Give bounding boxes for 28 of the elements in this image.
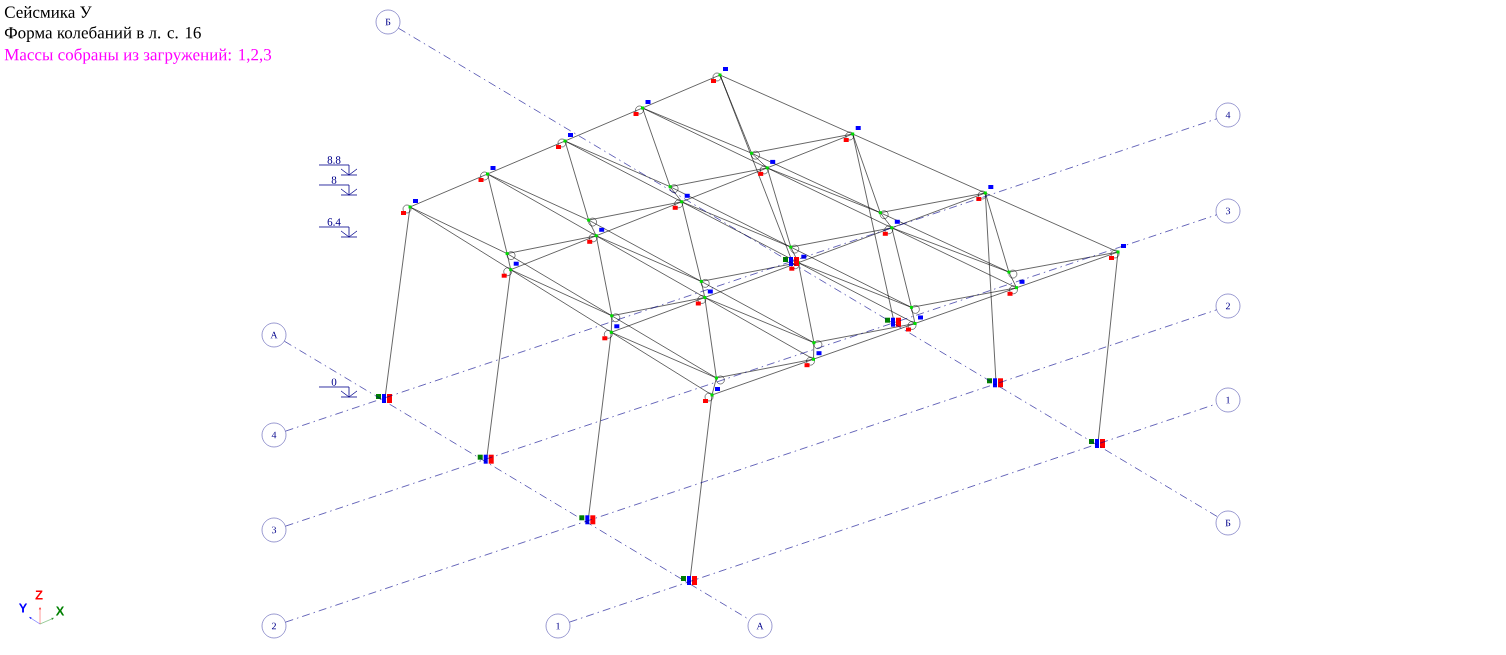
grid-axis-bubble: 4 bbox=[261, 422, 287, 448]
grid-axis-bubble: 3 bbox=[1215, 198, 1241, 224]
grid-axis-bubble: 4 bbox=[1215, 102, 1241, 128]
grid-axis-bubble: 2 bbox=[1215, 293, 1241, 319]
grid-line bbox=[285, 214, 1217, 527]
grid-axis-bubble: 1 bbox=[1215, 387, 1241, 413]
level-mark: 8 bbox=[318, 176, 358, 196]
grid-line bbox=[285, 309, 1217, 623]
heading-text: Сейсмика У bbox=[4, 6, 92, 18]
grid-axis-bubble: 1 bbox=[545, 613, 571, 639]
grid-axis-bubble: Б bbox=[1215, 510, 1241, 536]
heading-text: Массы собраны из загружений: 1,2,3 bbox=[4, 48, 272, 64]
axis-label: Z bbox=[35, 590, 43, 600]
grid-axis-bubble: А bbox=[747, 613, 773, 639]
level-mark: 8.8 bbox=[318, 156, 358, 176]
level-mark: 0 bbox=[318, 378, 358, 398]
grid-line bbox=[398, 27, 1218, 518]
level-mark: 6.4 bbox=[318, 218, 358, 238]
grid-axis-bubble: А bbox=[261, 322, 287, 348]
grid-axis-bubble: 3 bbox=[261, 517, 287, 543]
grid-axis-bubble: 2 bbox=[261, 613, 287, 639]
axis-label: X bbox=[55, 606, 65, 616]
grid-axis-bubble: Б bbox=[375, 9, 401, 35]
grid-line bbox=[284, 340, 750, 621]
grid-line bbox=[569, 403, 1217, 623]
grid-line bbox=[285, 118, 1217, 432]
axis-label: Y bbox=[18, 603, 28, 613]
heading-text: Форма колебаний в л. с. 16 bbox=[4, 26, 201, 42]
